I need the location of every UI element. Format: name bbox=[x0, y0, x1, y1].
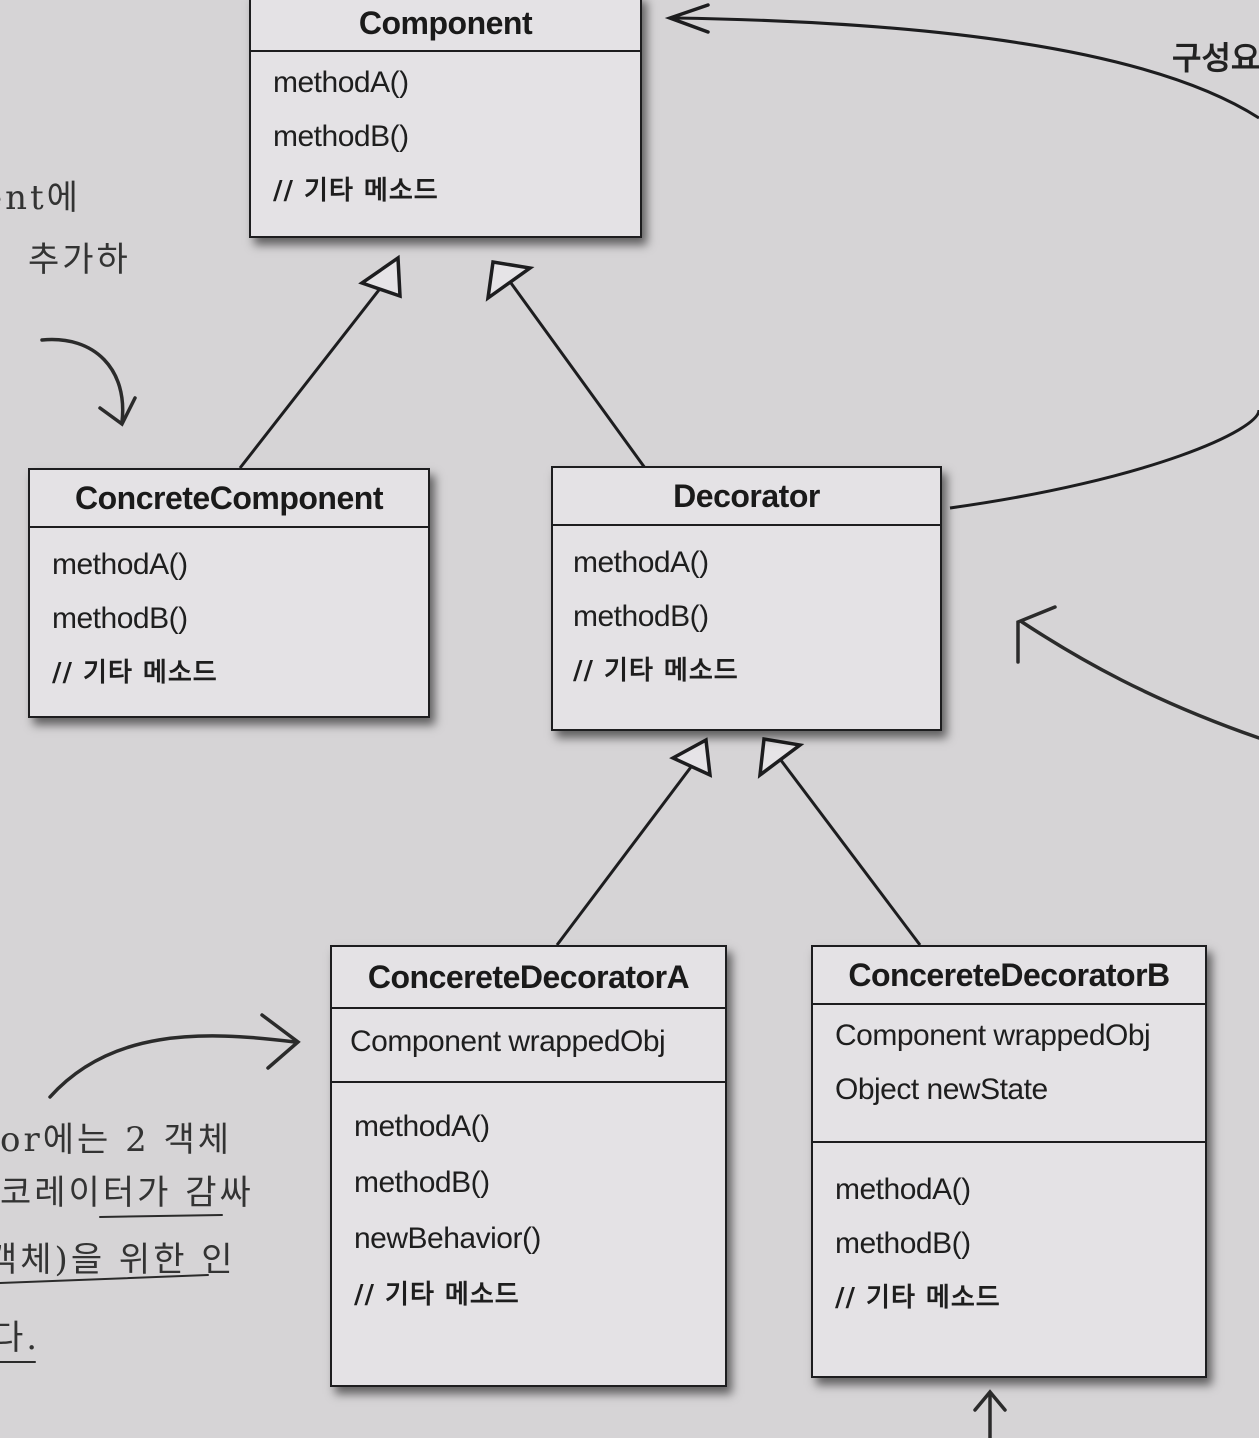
class-component: Component methodA() methodB() // 기타 메소드 bbox=[249, 0, 642, 238]
note-arrow-right bbox=[1020, 620, 1259, 740]
method: methodB() bbox=[835, 1227, 971, 1260]
inherit-arrowhead-component-left bbox=[358, 254, 402, 299]
margin-note: or에는 2 객체 bbox=[0, 1120, 233, 1160]
method-list: methodA() methodB() // 기타 메소드 bbox=[30, 528, 428, 700]
method-list: methodA() methodB() // 기타 메소드 bbox=[813, 1143, 1205, 1325]
inherit-line-decorator-a bbox=[555, 754, 702, 946]
method-list: methodA() methodB() // 기타 메소드 bbox=[251, 52, 640, 218]
method-comment: // 기타 메소드 bbox=[273, 176, 439, 206]
inherit-line-concrete-component bbox=[238, 271, 395, 469]
method: methodA() bbox=[573, 546, 709, 579]
field-list: Component wrappedObj bbox=[332, 1009, 725, 1083]
note-arrow-bottom-head bbox=[260, 1013, 301, 1070]
class-name: Component bbox=[251, 0, 640, 52]
margin-note: 추가하 bbox=[28, 240, 131, 280]
note-arrow-bottom-right-head bbox=[973, 1389, 1007, 1412]
composition-curve-upper bbox=[674, 16, 1259, 120]
note-arrow-top-head bbox=[98, 396, 137, 427]
composition-label: 구성요 bbox=[1172, 39, 1259, 77]
margin-note: ent에 bbox=[0, 178, 81, 218]
note-arrow-top bbox=[40, 337, 125, 424]
composition-curve-lower bbox=[949, 409, 1259, 510]
margin-note: 코레이터가 감싸 bbox=[0, 1173, 254, 1213]
method-list: methodA() methodB() newBehavior() // 기타 … bbox=[332, 1083, 725, 1323]
method: methodA() bbox=[835, 1173, 971, 1206]
note-underline-2 bbox=[99, 1214, 223, 1218]
method-comment: // 기타 메소드 bbox=[354, 1280, 520, 1310]
field-list: Component wrappedObj Object newState bbox=[813, 1005, 1205, 1143]
margin-note: 객체)을 위한 인 bbox=[0, 1240, 236, 1280]
composition-arrowhead bbox=[664, 3, 710, 34]
class-concrete-decorator-a: ConcereteDecoratorA Component wrappedObj… bbox=[330, 945, 727, 1387]
method: methodB() bbox=[354, 1166, 490, 1199]
class-name: Decorator bbox=[553, 468, 940, 526]
field: Component wrappedObj bbox=[835, 1019, 1151, 1052]
inherit-line-decorator-b bbox=[775, 754, 922, 946]
method-comment: // 기타 메소드 bbox=[573, 656, 739, 686]
method: methodB() bbox=[273, 120, 409, 153]
inherit-arrowhead-decorator-right bbox=[757, 736, 805, 779]
class-decorator: Decorator methodA() methodB() // 기타 메소드 bbox=[551, 466, 942, 731]
note-underline bbox=[0, 1274, 209, 1284]
margin-note: 다. bbox=[0, 1318, 41, 1358]
method: methodB() bbox=[573, 600, 709, 633]
field: Component wrappedObj bbox=[350, 1025, 666, 1058]
note-arrow-bottom bbox=[48, 1034, 297, 1099]
method: methodA() bbox=[354, 1110, 490, 1143]
method: methodA() bbox=[273, 66, 409, 99]
class-concrete-component: ConcreteComponent methodA() methodB() //… bbox=[28, 468, 430, 718]
inherit-arrowhead-component-right bbox=[485, 259, 535, 302]
class-concrete-decorator-b: ConcereteDecoratorB Component wrappedObj… bbox=[811, 945, 1207, 1378]
method-comment: // 기타 메소드 bbox=[835, 1283, 1001, 1313]
class-name: ConcereteDecoratorA bbox=[332, 947, 725, 1009]
field: Object newState bbox=[835, 1073, 1048, 1106]
method-list: methodA() methodB() // 기타 메소드 bbox=[553, 526, 940, 698]
inherit-arrowhead-decorator-left bbox=[669, 737, 713, 778]
class-name: ConcereteDecoratorB bbox=[813, 947, 1205, 1005]
inherit-line-decorator bbox=[501, 271, 647, 469]
method-comment: // 기타 메소드 bbox=[52, 658, 218, 688]
method: newBehavior() bbox=[354, 1222, 541, 1255]
note-arrow-right-head bbox=[1016, 605, 1057, 664]
class-name: ConcreteComponent bbox=[30, 470, 428, 528]
method: methodA() bbox=[52, 548, 188, 581]
method: methodB() bbox=[52, 602, 188, 635]
